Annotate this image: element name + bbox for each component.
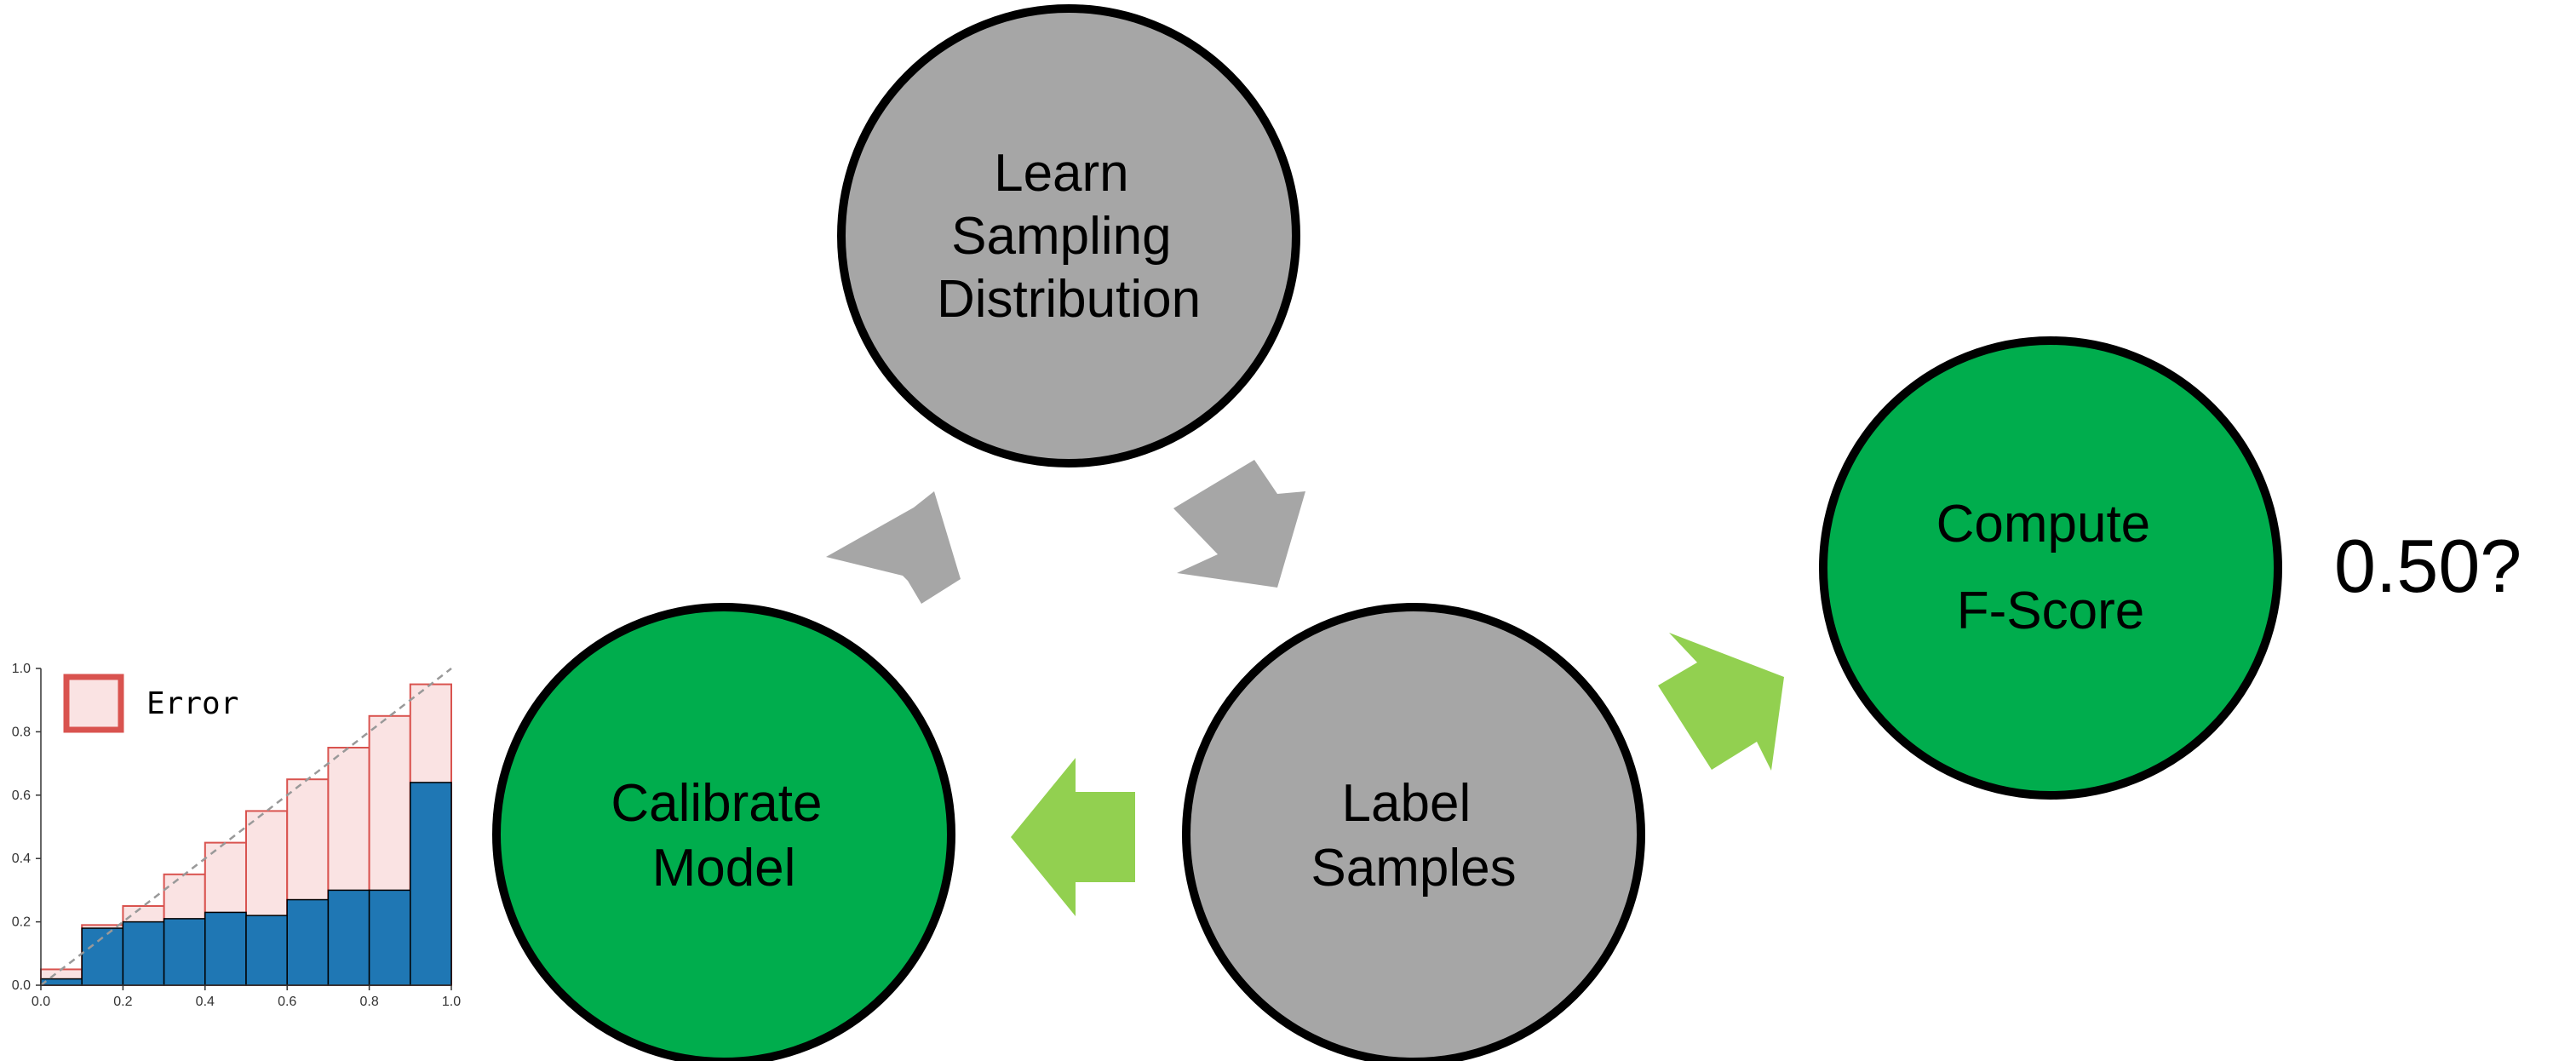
chart-bar <box>327 889 370 986</box>
chart-x-tick-label: 0.4 <box>196 995 215 1009</box>
chart-y-tick-label: 0.2 <box>12 915 31 930</box>
node-compute-fscore-label: Compute F-Score <box>1936 495 2166 640</box>
arrow-label-to-compute <box>1658 633 1784 771</box>
chart-bar <box>368 889 411 986</box>
node-compute-fscore-circle <box>1819 336 2282 800</box>
chart-y-tick-label: 0.8 <box>12 725 31 739</box>
chart-x-tick-label: 0.2 <box>113 995 132 1009</box>
chart-probability-bars <box>40 782 452 986</box>
chart-x-tick-label: 0.0 <box>32 995 50 1009</box>
node-compute-line-2: F-Score <box>1957 582 2144 640</box>
chart-bar <box>163 918 206 986</box>
chart-y-tick-label: 0.4 <box>12 852 31 866</box>
fscore-result-value: 0.50? <box>2334 524 2521 608</box>
chart-x-tick-label: 1.0 <box>442 995 461 1009</box>
chart-bar <box>81 927 124 986</box>
arrow-learn-to-label <box>1173 460 1305 588</box>
chart-bar <box>410 782 452 986</box>
node-compute-line-1: Compute <box>1936 495 2151 553</box>
chart-legend-swatch <box>63 674 124 733</box>
chart-bar <box>122 920 165 986</box>
node-learn-sampling-label: Learn Sampling Distribution <box>937 144 1201 329</box>
chart-bar <box>245 915 288 986</box>
chart-x-tick-label: 0.8 <box>359 995 378 1009</box>
chart-x-tick-label: 0.6 <box>278 995 296 1009</box>
node-learn-line-1: Learn <box>994 144 1129 203</box>
chart-y-tick-label: 0.6 <box>12 789 31 803</box>
node-label-line-1: Label <box>1342 774 1472 833</box>
chart-y-tick-label: 1.0 <box>12 662 31 676</box>
calibration-chart: 0.0 0.2 0.4 0.6 0.8 1.0 0.0 0.2 0.4 0.6 0.8 1.0 Er… <box>12 662 461 1009</box>
node-learn-sampling-circle <box>837 4 1300 467</box>
node-label-samples-label: Label Samples <box>1311 774 1516 898</box>
chart-x-ticks: 0.0 0.2 0.4 0.6 0.8 1.0 <box>32 985 461 1009</box>
node-calibrate-model-circle <box>492 603 955 1061</box>
node-calibrate-line-2: Model <box>652 839 796 898</box>
chart-bar <box>204 911 247 986</box>
node-calibrate-line-1: Calibrate <box>611 774 822 833</box>
node-label-samples-circle <box>1182 603 1645 1061</box>
chart-legend-label: Error <box>146 686 238 721</box>
node-calibrate-model-label: Calibrate Model <box>611 774 836 898</box>
chart-y-ticks: 0.0 0.2 0.4 0.6 0.8 1.0 <box>12 662 41 993</box>
chart-diagonal-reference <box>40 668 452 986</box>
node-label-line-2: Samples <box>1311 839 1516 898</box>
chart-bar <box>40 978 83 986</box>
chart-bar <box>286 898 330 986</box>
node-learn-line-2: Sampling <box>951 207 1171 266</box>
arrow-calibrate-to-learn <box>826 491 961 604</box>
node-learn-line-3: Distribution <box>937 270 1201 329</box>
chart-y-tick-label: 0.0 <box>12 978 31 993</box>
arrow-label-to-calibrate <box>1011 758 1135 916</box>
